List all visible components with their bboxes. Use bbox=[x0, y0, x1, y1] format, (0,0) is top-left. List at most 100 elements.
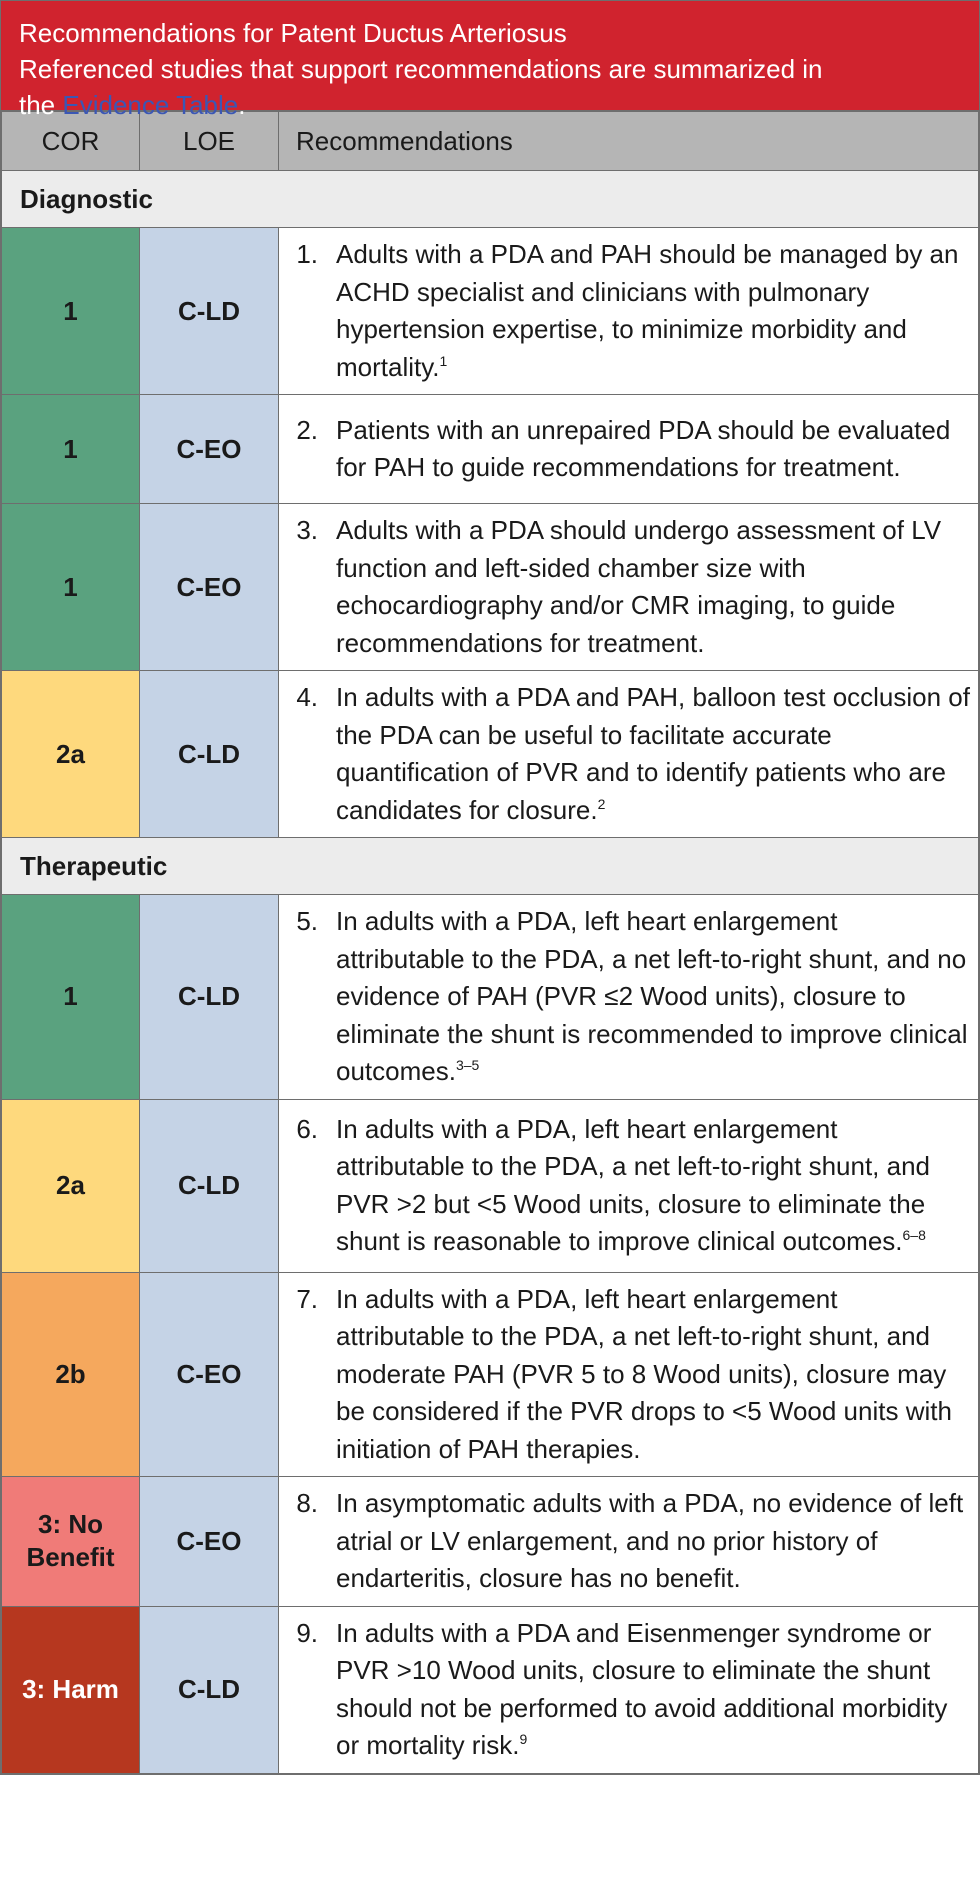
recommendation-text-wrap: Adults with a PDA should undergo assessm… bbox=[336, 512, 970, 662]
recommendation-text-wrap: In adults with a PDA, left heart enlarge… bbox=[336, 903, 970, 1091]
loe-value: C-LD bbox=[177, 981, 241, 1012]
reference-superscript[interactable]: 1 bbox=[439, 352, 448, 369]
recommendation-text: In adults with a PDA, left heart enlarge… bbox=[336, 906, 968, 1086]
reference-superscript[interactable]: 9 bbox=[519, 1731, 528, 1747]
recommendation-number: 9. bbox=[296, 1617, 318, 1648]
loe-cell: C-LD bbox=[139, 227, 279, 395]
loe-value: C-EO bbox=[176, 433, 242, 464]
cor-cell: 3: No Benefit bbox=[1, 1476, 140, 1607]
cor-value: 1 bbox=[63, 295, 78, 326]
recommendation-text: Patients with an unrepaired PDA should b… bbox=[336, 414, 951, 483]
recommendation-text-wrap: Adults with a PDA and PAH should be mana… bbox=[336, 236, 970, 386]
cor-cell: 2b bbox=[1, 1271, 140, 1477]
recommendations-table-card: Recommendations for Patent Ductus Arteri… bbox=[0, 0, 980, 1775]
recommendation-cell: 6. In adults with a PDA, left heart enlar… bbox=[278, 1098, 979, 1273]
table-row: 1 C-LD 1. Adults with a PDA and PAH should … bbox=[1, 227, 979, 395]
recommendation-number: 1. bbox=[296, 239, 318, 269]
cor-cell: 1 bbox=[1, 394, 140, 504]
loe-cell: C-EO bbox=[139, 1476, 279, 1607]
cor-cell: 2a bbox=[1, 670, 140, 838]
recommendation-text-wrap: In adults with a PDA and Eisenmenger syn… bbox=[336, 1615, 970, 1765]
table-subtitle: Referenced studies that support recommen… bbox=[19, 54, 823, 84]
table-row: 2a C-LD 6. In adults with a PDA, left heart… bbox=[1, 1098, 979, 1273]
recommendation-number: 6. bbox=[296, 1113, 318, 1144]
loe-cell: C-EO bbox=[139, 1271, 279, 1477]
recommendation-number: 5. bbox=[296, 906, 318, 936]
cor-cell: 1 bbox=[1, 227, 140, 395]
recommendation-cell: 4. In adults with a PDA and PAH, balloon … bbox=[278, 670, 979, 838]
recommendation-text: In adults with a PDA, left heart enlarge… bbox=[336, 1113, 931, 1257]
table-row: 3: No Benefit C-EO 8. In asymptomatic adult… bbox=[1, 1476, 979, 1607]
table-row: 2b C-EO 7. In adults with a PDA, left heart… bbox=[1, 1271, 979, 1477]
table-row: 2a C-LD 4. In adults with a PDA and PAH, ba… bbox=[1, 670, 979, 838]
section-label: Diagnostic bbox=[1, 170, 979, 228]
loe-cell: C-LD bbox=[139, 670, 279, 838]
evidence-table-link[interactable]: Evidence Table bbox=[62, 90, 239, 120]
loe-value: C-LD bbox=[177, 295, 241, 326]
recommendation-cell: 3. Adults with a PDA should undergo asses… bbox=[278, 503, 979, 671]
table-row: 3: Harm C-LD 9. In adults with a PDA and Ei… bbox=[1, 1605, 979, 1774]
cor-cell: 1 bbox=[1, 503, 140, 671]
reference-superscript[interactable]: 2 bbox=[597, 795, 606, 812]
recommendation-number: 4. bbox=[296, 682, 318, 712]
cor-value: 2b bbox=[55, 1358, 86, 1389]
recommendation-text: In adults with a PDA, left heart enlarge… bbox=[336, 1283, 952, 1464]
recommendation-number: 8. bbox=[296, 1488, 318, 1518]
recommendation-number: 3. bbox=[296, 515, 318, 545]
recommendation-text-wrap: Patients with an unrepaired PDA should b… bbox=[336, 412, 970, 487]
recommendation-text: In asymptomatic adults with a PDA, no ev… bbox=[336, 1488, 964, 1593]
cor-cell: 1 bbox=[1, 894, 140, 1100]
cor-value: 1 bbox=[63, 433, 78, 464]
section-label: Therapeutic bbox=[1, 837, 979, 895]
table-row: 1 C-EO 2. Patients with an unrepaired PDA s… bbox=[1, 394, 979, 504]
recommendation-text: Adults with a PDA should undergo assessm… bbox=[336, 515, 942, 658]
cor-cell: 2a bbox=[1, 1098, 140, 1273]
cor-value: 2a bbox=[56, 1170, 85, 1200]
recommendation-number: 2. bbox=[296, 414, 318, 445]
recommendation-text: In adults with a PDA and PAH, balloon te… bbox=[336, 682, 970, 825]
cor-value: 1 bbox=[63, 981, 78, 1012]
reference-superscript[interactable]: 6–8 bbox=[902, 1227, 926, 1243]
loe-cell: C-LD bbox=[139, 894, 279, 1100]
cor-value: 3: No Benefit bbox=[26, 1509, 115, 1573]
cor-value: 3: Harm bbox=[22, 1674, 119, 1704]
recommendation-text: In adults with a PDA and Eisenmenger syn… bbox=[336, 1617, 948, 1761]
loe-cell: C-EO bbox=[139, 503, 279, 671]
loe-value: C-EO bbox=[176, 1525, 242, 1556]
recommendation-text-wrap: In adults with a PDA, left heart enlarge… bbox=[336, 1111, 970, 1261]
cor-value: 1 bbox=[63, 571, 78, 602]
column-header-loe: LOE bbox=[139, 111, 279, 171]
table-subtitle-cont: the Evidence Table. bbox=[19, 90, 246, 120]
table-title: Recommendations for Patent Ductus Arteri… bbox=[19, 18, 567, 48]
section-row: Diagnostic bbox=[1, 170, 979, 228]
recommendation-text-wrap: In adults with a PDA and PAH, balloon te… bbox=[336, 679, 970, 829]
recommendation-cell: 2. Patients with an unrepaired PDA should… bbox=[278, 394, 979, 504]
recommendation-cell: 7. In adults with a PDA, left heart enlar… bbox=[278, 1271, 979, 1477]
column-header-recommendations: Recommendations bbox=[278, 111, 979, 171]
recommendation-cell: 5. In adults with a PDA, left heart enlar… bbox=[278, 894, 979, 1100]
table-header-row: COR LOE Recommendations bbox=[1, 111, 979, 171]
recommendation-cell: 1. Adults with a PDA and PAH should be ma… bbox=[278, 227, 979, 395]
loe-value: C-EO bbox=[176, 1358, 242, 1389]
loe-value: C-LD bbox=[177, 1674, 241, 1704]
loe-cell: C-LD bbox=[139, 1098, 279, 1273]
table-row: 1 C-EO 3. Adults with a PDA should undergo … bbox=[1, 503, 979, 671]
recommendation-text-wrap: In asymptomatic adults with a PDA, no ev… bbox=[336, 1485, 970, 1598]
reference-superscript[interactable]: 3–5 bbox=[455, 1057, 480, 1073]
cor-cell: 3: Harm bbox=[1, 1605, 140, 1774]
title-banner: Recommendations for Patent Ductus Arteri… bbox=[1, 1, 979, 120]
loe-cell: C-EO bbox=[139, 394, 279, 504]
loe-value: C-EO bbox=[176, 571, 242, 602]
loe-value: C-LD bbox=[177, 1170, 241, 1200]
cor-value: 2a bbox=[56, 738, 85, 769]
section-row: Therapeutic bbox=[1, 837, 979, 895]
recommendation-text: Adults with a PDA and PAH should be mana… bbox=[336, 239, 959, 382]
loe-value: C-LD bbox=[177, 738, 241, 769]
recommendation-cell: 8. In asymptomatic adults with a PDA, no … bbox=[278, 1476, 979, 1607]
recommendation-number: 7. bbox=[296, 1283, 318, 1314]
table-row: 1 C-LD 5. In adults with a PDA, left heart … bbox=[1, 894, 979, 1100]
recommendation-text-wrap: In adults with a PDA, left heart enlarge… bbox=[336, 1281, 970, 1469]
loe-cell: C-LD bbox=[139, 1605, 279, 1774]
recommendation-cell: 9. In adults with a PDA and Eisenmenger s… bbox=[278, 1605, 979, 1774]
